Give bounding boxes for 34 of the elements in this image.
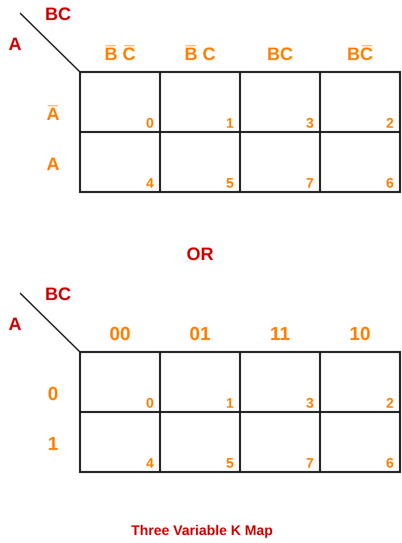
axis-label: A — [8, 38, 22, 50]
column-header: B̅ C̅ — [105, 45, 136, 60]
map-cell: 0 — [79, 351, 161, 413]
map-cell: 5 — [159, 411, 241, 473]
column-header: BC̅ — [348, 45, 373, 60]
map-cell: 1 — [159, 71, 241, 133]
map-cell: 6 — [319, 411, 401, 473]
axis-label: BC — [46, 287, 70, 300]
column-header: 01 — [190, 326, 210, 340]
axis-label: BC — [46, 7, 70, 20]
map-cell: 2 — [319, 71, 401, 133]
map-cell: 7 — [239, 411, 321, 473]
map-cell: 7 — [239, 131, 321, 193]
row-header: 1 — [48, 436, 58, 450]
column-header: 10 — [350, 326, 370, 340]
column-header: BC — [268, 47, 293, 60]
column-header: 00 — [110, 326, 130, 340]
map-cell: 3 — [239, 71, 321, 133]
map-cell: 2 — [319, 351, 401, 413]
row-header: A̅ — [46, 105, 60, 120]
row-header: A — [46, 158, 60, 170]
map-cell: 5 — [159, 131, 241, 193]
map-cell: 0 — [79, 71, 161, 133]
separator-word: OR — [187, 247, 214, 260]
map-cell: 1 — [159, 351, 241, 413]
axis-label: A — [8, 318, 22, 330]
column-header: 11 — [271, 326, 290, 340]
map-cell: 4 — [79, 131, 161, 193]
map-cell: 3 — [239, 351, 321, 413]
row-header: 0 — [48, 386, 58, 400]
map-cell: 4 — [79, 411, 161, 473]
map-cell: 6 — [319, 131, 401, 193]
column-header: B̅ C — [185, 45, 216, 60]
caption: Three Variable K Map — [131, 524, 272, 538]
